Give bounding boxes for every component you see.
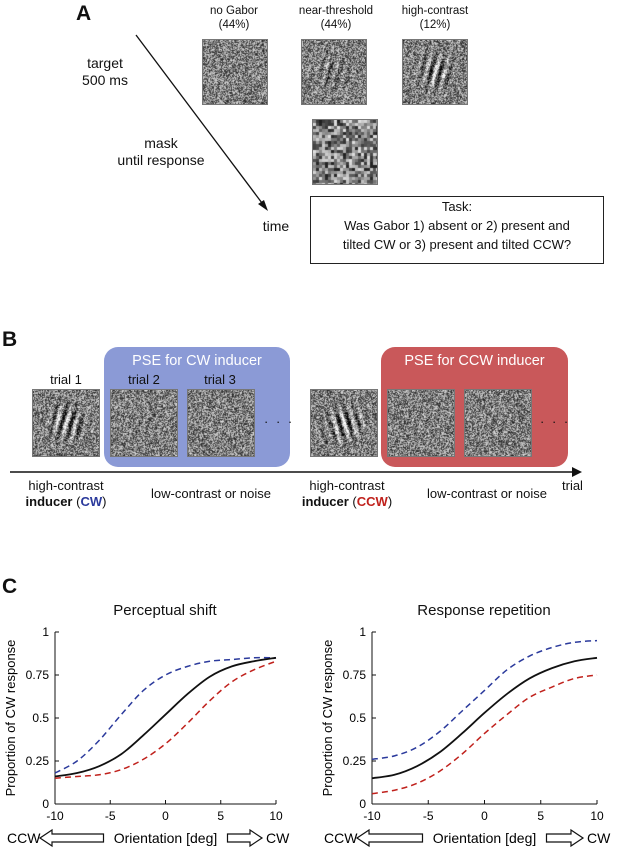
ccw-inducer-image	[310, 389, 378, 457]
x-tick-label: -10	[46, 809, 64, 823]
trial-axis-arrow	[10, 467, 582, 477]
panel-a-letter: A	[76, 2, 92, 25]
task-title: Task:	[441, 199, 473, 214]
trial-2-label: trial 2	[128, 372, 160, 387]
stim-no-gabor-label: no Gabor (44%)	[196, 4, 272, 32]
x-tick-label: 10	[590, 809, 604, 823]
task-line-1: Was Gabor 1) absent or 2) present and	[344, 218, 570, 233]
trial-3-label: trial 3	[204, 372, 236, 387]
low-contrast-label-ccw: low-contrast or noise	[427, 486, 547, 501]
trial-3-image	[187, 389, 255, 457]
series-line-dashed-blue	[54, 656, 277, 774]
mask-text: mask	[144, 135, 178, 151]
cw-direction-label: CW	[587, 830, 611, 846]
ccw-trial-image-2	[464, 389, 532, 457]
y-tick-label: 1	[42, 625, 49, 639]
ccw-abbrev: CCW	[356, 494, 388, 509]
left-arrow-icon	[38, 828, 105, 848]
x-tick-label: 0	[162, 809, 169, 823]
inducer-line-2: inducer (CCW)	[301, 494, 393, 509]
stim-image-no-gabor	[202, 39, 268, 105]
y-tick-label: 0.5	[349, 711, 366, 725]
cw-direction-label: CW	[266, 830, 290, 846]
mask-image	[312, 119, 378, 185]
right-arrow-icon	[545, 828, 585, 848]
trial-axis-label: trial	[562, 478, 583, 493]
stim-pct: (12%)	[419, 19, 451, 31]
time-arrow	[135, 34, 268, 211]
stim-pct: (44%)	[218, 19, 250, 31]
x-axis-label: Orientation [deg]	[114, 830, 218, 846]
y-tick-label: 0.25	[343, 754, 367, 768]
target-label: target 500 ms	[70, 55, 140, 89]
stim-image-high-contrast	[402, 39, 468, 105]
chart-left-title: Perceptual shift	[113, 602, 217, 619]
x-tick-label: 5	[537, 809, 544, 823]
x-tick-label: 0	[481, 809, 488, 823]
mask-label: mask until response	[96, 135, 226, 169]
inducer-word: inducer	[25, 494, 73, 509]
y-tick-label: 0.25	[26, 754, 50, 768]
inducer-line-2: inducer (CW)	[25, 494, 107, 509]
stim-high-contrast-label: high-contrast (12%)	[392, 4, 478, 32]
trial-2-image	[110, 389, 178, 457]
stim-near-threshold-label: near-threshold (44%)	[290, 4, 382, 32]
task-box: Task: Was Gabor 1) absent or 2) present …	[310, 196, 604, 264]
stim-pct: (44%)	[320, 19, 352, 31]
stim-image-near-threshold	[301, 39, 367, 105]
inducer-line-1: high-contrast	[309, 478, 385, 493]
time-label: time	[262, 218, 290, 234]
ccw-trial-image-1	[387, 389, 455, 457]
pse-ccw-title: PSE for CCW inducer	[404, 353, 545, 369]
task-line-2: tilted CW or 3) present and tilted CCW?	[342, 237, 572, 252]
y-tick-label: 1	[359, 625, 366, 639]
target-duration: 500 ms	[82, 72, 128, 88]
inducer-word: inducer	[301, 494, 349, 509]
ellipsis-ccw: · · ·	[540, 414, 571, 429]
x-tick-label: -10	[363, 809, 381, 823]
ccw-direction-label: CCW	[324, 830, 358, 846]
series-line-dashed-red	[371, 674, 598, 795]
cw-abbrev: CW	[80, 494, 103, 509]
series-line-solid-black	[54, 656, 277, 778]
series-line-dashed-blue	[371, 639, 598, 761]
right-arrow-icon	[226, 828, 264, 848]
y-tick-label: 0.5	[32, 711, 49, 725]
cw-inducer-label: high-contrast inducer (CW)	[6, 478, 126, 510]
panel-c-letter: C	[2, 575, 18, 598]
low-contrast-label-cw: low-contrast or noise	[151, 486, 271, 501]
pse-cw-title: PSE for CW inducer	[132, 353, 262, 369]
series-line-solid-black	[371, 656, 598, 780]
y-tick-label: 0.75	[26, 668, 50, 682]
y-axis-label: Proportion of CW response	[320, 640, 335, 797]
stim-label: high-contrast	[401, 5, 469, 17]
panel-b-letter: B	[2, 328, 18, 351]
ccw-direction-label: CCW	[7, 830, 41, 846]
y-tick-label: 0	[42, 797, 49, 811]
stim-label: near-threshold	[298, 5, 374, 17]
target-text: target	[87, 55, 123, 71]
series-line-dashed-red	[54, 660, 277, 779]
chart-right-title: Response repetition	[417, 602, 551, 619]
ccw-inducer-label: high-contrast inducer (CCW)	[282, 478, 412, 510]
x-tick-label: -5	[105, 809, 116, 823]
y-tick-label: 0	[359, 797, 366, 811]
left-arrow-icon	[355, 828, 424, 848]
y-axis-label: Proportion of CW response	[3, 640, 18, 797]
ellipsis-cw: · · ·	[264, 414, 295, 429]
mask-duration: until response	[117, 152, 205, 168]
y-tick-label: 0.75	[343, 668, 367, 682]
x-axis-label: Orientation [deg]	[433, 830, 537, 846]
stim-label: no Gabor	[210, 5, 258, 17]
x-tick-label: 5	[217, 809, 224, 823]
x-tick-label: 10	[269, 809, 283, 823]
inducer-line-1: high-contrast	[28, 478, 104, 493]
trial-1-image	[32, 389, 100, 457]
x-tick-label: -5	[423, 809, 434, 823]
trial-1-label: trial 1	[50, 372, 82, 387]
